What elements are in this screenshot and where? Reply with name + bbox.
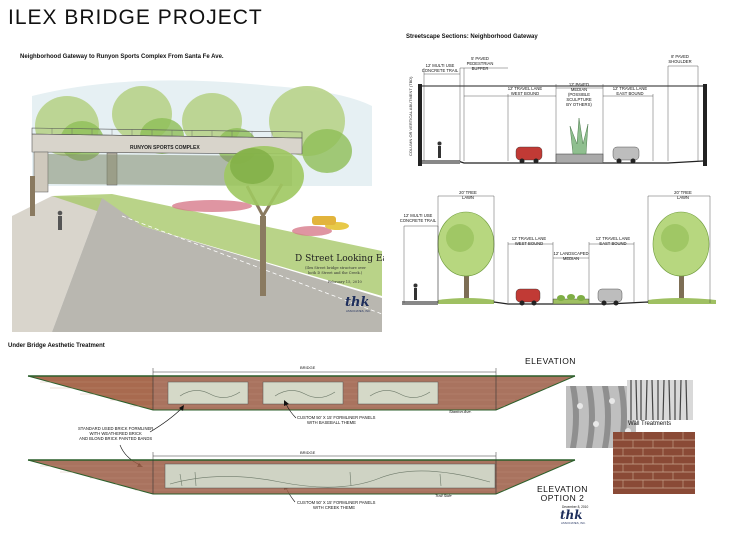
column-label: COLUMN OR VERTICAL ABUTMENT (TBD) bbox=[408, 76, 413, 156]
logo-sub: ASSOCIATES, INC. bbox=[346, 309, 371, 313]
elevation-1-street: Stanton Ave. bbox=[449, 409, 472, 414]
logo-sub-2: ASSOCIATES, INC. bbox=[561, 521, 586, 525]
view-note-2: both D Street and the Creek.) bbox=[308, 271, 363, 275]
view-title: D Street Looking East bbox=[295, 254, 384, 264]
elevation-1-drawing bbox=[27, 368, 576, 411]
elevation-2-street: Trail Side bbox=[435, 493, 452, 498]
elevation-2-drawing bbox=[27, 452, 576, 495]
company-logo-2: thk bbox=[560, 508, 583, 522]
company-logo: thk bbox=[345, 295, 369, 310]
page-title: ILEX BRIDGE PROJECT bbox=[8, 6, 263, 29]
elevation-2-bridge-label: BRIDGE bbox=[300, 450, 316, 455]
elevation-2-date: December 8, 2010 bbox=[562, 505, 589, 509]
elevation-1-bridge-label: BRIDGE bbox=[300, 365, 316, 370]
section-bottom bbox=[402, 195, 717, 306]
elevation-2-title: ELEVATION OPTION 2 bbox=[537, 484, 588, 503]
streetscape-caption: Streetscape Sections: Neighborhood Gatew… bbox=[406, 34, 538, 40]
swatch-striated bbox=[627, 380, 693, 420]
brick-formliner-callout: STANDARD USED BRICK FORMLINER WITH WEATH… bbox=[78, 426, 154, 441]
rendering-caption: Neighborhood Gateway to Runyon Sports Co… bbox=[20, 54, 224, 60]
under-bridge-caption: Under Bridge Aesthetic Treatment bbox=[8, 343, 105, 349]
elevation-1-title: ELEVATION bbox=[525, 356, 576, 366]
swatch-brick bbox=[613, 432, 695, 494]
view-note-1: (Ilex Street bridge structure over bbox=[305, 266, 366, 270]
bridge-sign: RUNYON SPORTS COMPLEX bbox=[130, 145, 200, 151]
street-rendering: RUNYON SPORTS COMPLEX D Street Looking E… bbox=[12, 80, 384, 332]
section-top: COLUMN OR VERTICAL ABUTMENT (TBD) bbox=[408, 65, 707, 166]
view-date: February 15, 2010 bbox=[328, 280, 363, 284]
wall-treatments-label: Wall Treatments bbox=[628, 421, 672, 427]
